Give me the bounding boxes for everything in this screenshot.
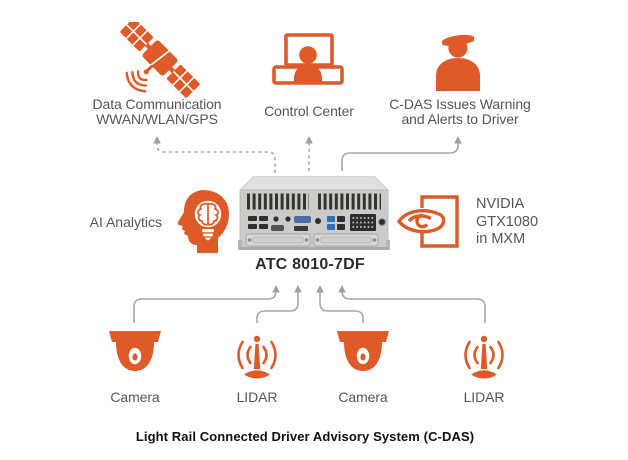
arrowheads: [153, 136, 462, 293]
control-center-icon: [272, 33, 344, 85]
label-control-center: Control Center: [264, 103, 354, 119]
label-lidar-2: LIDAR: [463, 389, 505, 405]
label-camera-2: Camera: [338, 389, 388, 405]
dome-camera-icon: [337, 331, 389, 371]
connector-device-to-driver: [341, 141, 459, 171]
label-lidar-1: LIDAR: [236, 389, 278, 405]
lidar-antenna-icon: [464, 335, 504, 379]
connector-camera2-to-device: [319, 291, 364, 323]
label-ai-analytics: AI Analytics: [89, 214, 162, 230]
lidar-antenna-icon: [237, 335, 277, 379]
device-model-label: ATC 8010-7DF: [255, 256, 365, 273]
satellite-icon: [120, 22, 200, 98]
dome-camera-icon: [109, 331, 161, 371]
nvidia-eye-logo-icon: [397, 195, 459, 248]
connector-lidar2-to-device: [341, 290, 486, 323]
ai-head-lightbulb-icon: [177, 190, 229, 253]
label-data-communication: Data Communication WWAN/WLAN/GPS: [92, 96, 222, 127]
diagram-caption: Light Rail Connected Driver Advisory Sys…: [135, 429, 475, 444]
train-driver-icon: [436, 34, 480, 91]
label-camera-1: Camera: [110, 389, 160, 405]
device-image-atc-8010: [238, 176, 390, 250]
label-cdas-warning: C-DAS Issues Warning and Alerts to Drive…: [389, 96, 531, 127]
connector-device-to-datacomm: [156, 141, 276, 173]
connector-lidar1-to-device: [256, 291, 299, 323]
connector-camera1-to-device: [133, 290, 277, 323]
label-nvidia-gpu: NVIDIA GTX1080 in MXM: [476, 196, 539, 247]
